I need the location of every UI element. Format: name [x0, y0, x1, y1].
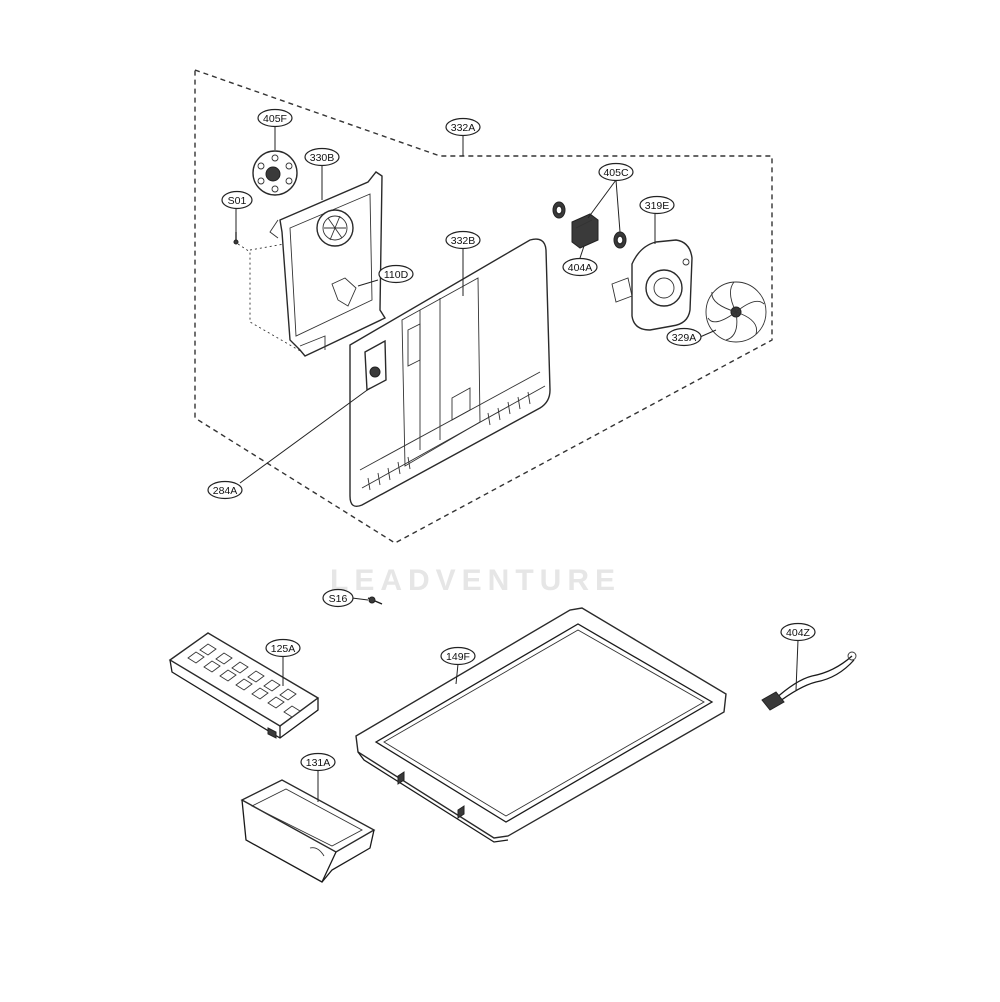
callout-329a: 329A [666, 327, 702, 347]
callout-330b: 330B [304, 147, 340, 167]
leader-lines [235, 126, 799, 802]
assembly-boundary-332a [194, 69, 773, 544]
callout-149f: 149F [440, 646, 476, 666]
part-319e-fan-shroud[interactable] [611, 239, 693, 331]
part-405c-grommets[interactable] [552, 201, 627, 249]
part-404a-fan-motor[interactable] [571, 213, 599, 249]
callout-284a: 284A [207, 480, 243, 500]
svg-text:405F: 405F [263, 113, 287, 125]
callout-404a: 404A [562, 257, 598, 277]
svg-text:332A: 332A [451, 122, 476, 134]
svg-text:149F: 149F [446, 651, 470, 663]
callout-319e: 319E [639, 195, 675, 215]
part-125a-ice-tray[interactable] [168, 632, 320, 739]
watermark-text: LEADVENTURE [330, 564, 621, 597]
callout-404z: 404Z [780, 622, 816, 642]
svg-text:131A: 131A [306, 757, 331, 769]
part-s01-screw[interactable] [233, 232, 239, 245]
callout-405f: 405F [257, 108, 293, 128]
callout-s01: S01 [221, 190, 253, 210]
part-405f-fan-hub[interactable] [252, 150, 298, 196]
svg-text:329A: 329A [672, 332, 697, 344]
svg-text:332B: 332B [451, 235, 476, 247]
svg-text:330B: 330B [310, 152, 335, 164]
callout-332b: 332B [445, 230, 481, 250]
callout-110d: 110D [378, 264, 414, 284]
part-s16-screw[interactable] [367, 596, 383, 605]
callout-131a: 131A [300, 752, 336, 772]
svg-text:319E: 319E [645, 200, 670, 212]
svg-text:S16: S16 [329, 593, 348, 605]
part-332b-cover-panel[interactable] [349, 238, 551, 508]
callout-405c: 405C [598, 162, 634, 182]
svg-text:405C: 405C [603, 167, 629, 179]
part-131a-ice-bin[interactable] [240, 779, 376, 883]
svg-text:125A: 125A [271, 643, 296, 655]
callout-332a: 332A [445, 117, 481, 137]
part-330b-fan-plate[interactable] [237, 171, 387, 357]
svg-text:404Z: 404Z [786, 627, 811, 639]
svg-text:110D: 110D [384, 269, 409, 281]
svg-text:284A: 284A [213, 485, 238, 497]
part-329a-fan-blade[interactable] [705, 281, 767, 343]
part-149f-glass-shelf[interactable] [355, 607, 727, 843]
watermark: LEADVENTURE [330, 564, 621, 597]
callout-s16: S16 [322, 588, 354, 608]
svg-text:404A: 404A [568, 262, 593, 274]
callout-125a: 125A [265, 638, 301, 658]
part-404z-wire-harness[interactable] [761, 651, 857, 711]
svg-text:S01: S01 [228, 195, 247, 207]
